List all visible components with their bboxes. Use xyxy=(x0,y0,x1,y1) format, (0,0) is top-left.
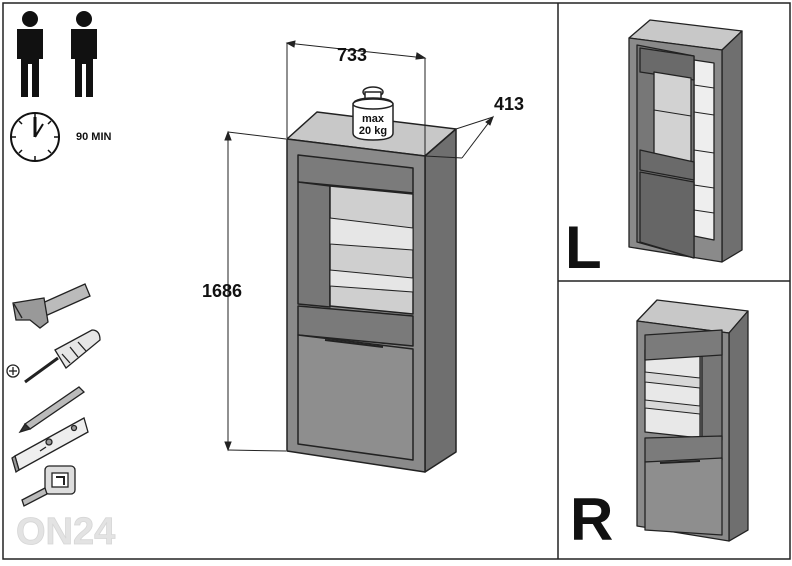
load-max-label: max xyxy=(362,113,385,125)
main-cabinet xyxy=(286,111,457,473)
hammer-icon xyxy=(12,283,91,329)
load-weight-label: 20 kg xyxy=(359,125,387,137)
spirit-level-icon xyxy=(11,417,89,474)
width-dimension: 733 xyxy=(337,45,367,65)
right-variant-label: R xyxy=(570,486,613,553)
person-icon xyxy=(71,11,97,97)
watermark: ON24 xyxy=(16,511,115,553)
cabinet-left-variant xyxy=(628,19,743,263)
cabinet-right-variant xyxy=(636,299,749,542)
phillips-screwdriver-icon xyxy=(6,329,101,384)
weight-icon xyxy=(352,86,394,141)
depth-dimension: 413 xyxy=(494,94,524,114)
person-icon xyxy=(17,11,43,97)
tape-measure-icon xyxy=(21,465,76,507)
time-label: 90 MIN xyxy=(76,131,112,143)
pencil-icon xyxy=(18,386,86,434)
dimension-lines xyxy=(224,40,495,452)
height-dimension: 1686 xyxy=(202,281,242,301)
clock-icon xyxy=(10,112,60,162)
left-variant-label: L xyxy=(565,214,602,281)
